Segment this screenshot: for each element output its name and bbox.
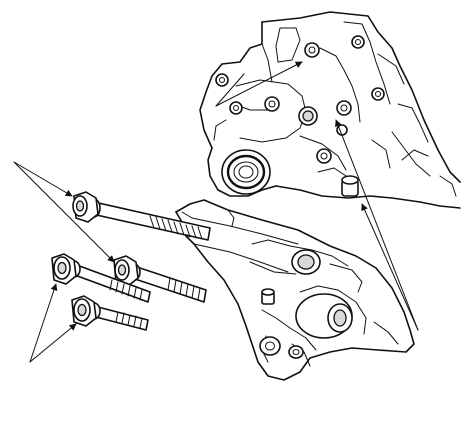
- engine-boss-1: [304, 42, 320, 58]
- long-bolt-upper: [72, 191, 211, 241]
- bracket-boss-bottom-left: [259, 336, 281, 356]
- engine-boss-2: [351, 35, 365, 49]
- bracket-boss-lower: [295, 293, 353, 339]
- engine-boss-5: [229, 101, 243, 115]
- engine-boss-10: [298, 106, 318, 126]
- engine-boss-8: [316, 148, 332, 164]
- mount-bracket: [175, 199, 415, 381]
- short-bolt-lower: [71, 295, 149, 331]
- callout-engine-bolt-holes: [215, 61, 303, 107]
- dowel-pin: [341, 175, 359, 197]
- engine-boss-3: [215, 73, 229, 87]
- engine-boss-6: [336, 100, 352, 116]
- engine-boss-7: [371, 87, 385, 101]
- engine-boss-4: [264, 96, 280, 112]
- bracket-boss-upper: [291, 249, 321, 275]
- callout-dowel-pin: [335, 119, 419, 331]
- callout-long-bolts: [13, 161, 115, 263]
- engine-block: [199, 11, 461, 209]
- callout-short-bolts: [29, 283, 77, 363]
- bracket-stud: [261, 288, 275, 305]
- bracket-boss-bottom-right: [288, 345, 304, 359]
- short-bolt-upper: [51, 253, 151, 303]
- oil-seal: [221, 149, 271, 195]
- long-bolt-middle: [113, 255, 207, 303]
